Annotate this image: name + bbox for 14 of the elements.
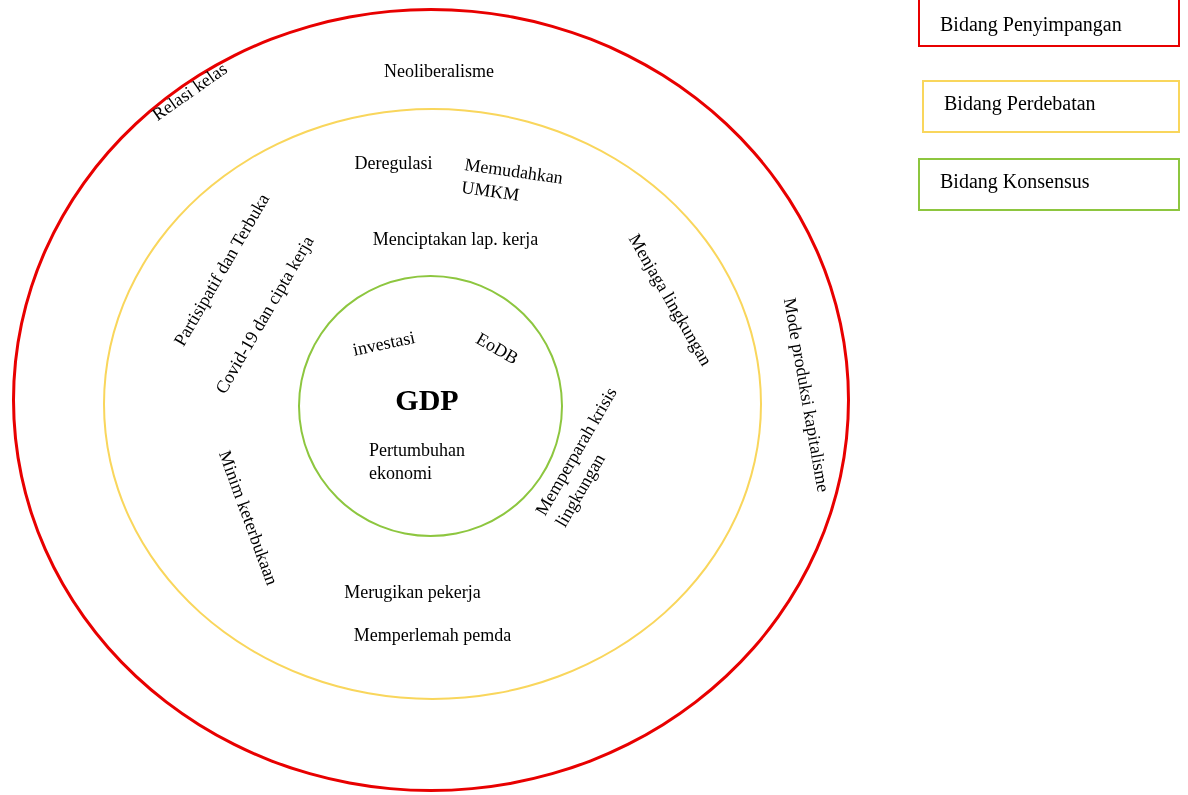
ring-label: investasi: [350, 326, 418, 362]
ring-label: Menciptakan lap. kerja: [372, 227, 539, 251]
legend-item: Bidang Konsensus: [918, 158, 1180, 211]
center-heading: GDP: [395, 381, 459, 418]
legend-item: Bidang Perdebatan: [922, 80, 1180, 133]
ring-label: Memperlemah pemda: [353, 623, 512, 647]
ring-area: [12, 8, 850, 792]
ring-label: Neoliberalisme: [384, 60, 494, 84]
ring-label: Memudahkan UMKM: [459, 152, 565, 207]
ring-label: Mode produksi kapitalisme: [778, 295, 835, 495]
ring-label: Merugikan pekerja: [344, 580, 481, 604]
ring-label: Deregulasi: [354, 151, 433, 175]
ring-label: Pertumbuhan ekonomi: [369, 438, 466, 485]
legend-item: Bidang Penyimpangan: [918, 0, 1180, 47]
